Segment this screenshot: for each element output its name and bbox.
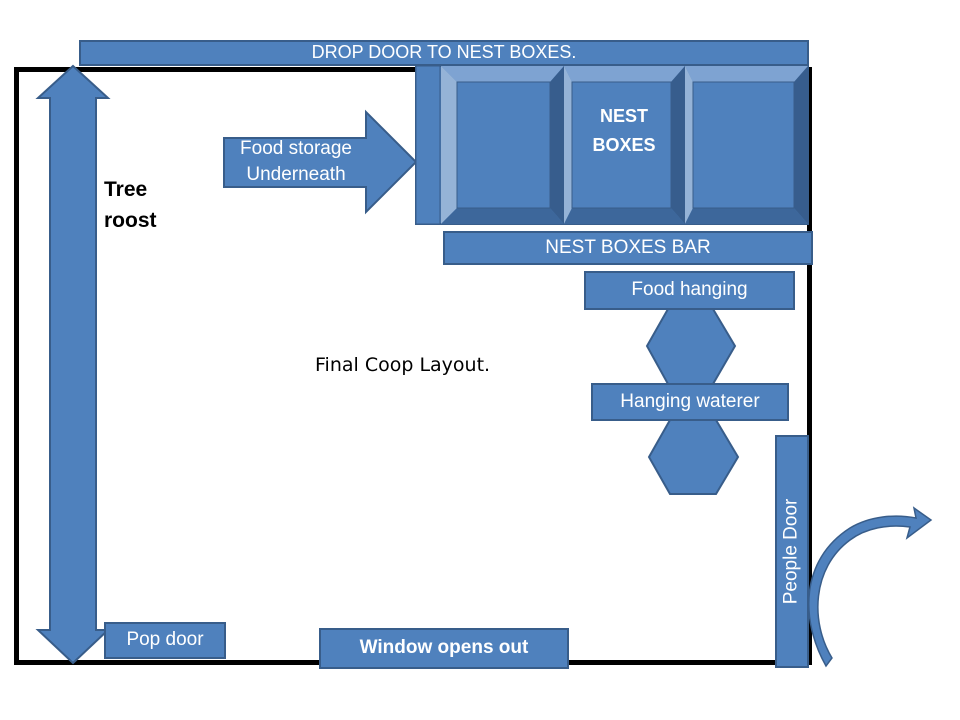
food-hanging-hexagon bbox=[645, 308, 737, 385]
waterer-hexagon bbox=[647, 419, 740, 495]
food-storage-label: Food storage Underneath bbox=[240, 138, 352, 185]
hanging-waterer-box: Hanging waterer bbox=[591, 383, 789, 421]
people-door-label: People Door bbox=[780, 498, 802, 605]
drop-door-bar: DROP DOOR TO NEST BOXES. bbox=[79, 40, 809, 66]
food-hanging-label: Food hanging bbox=[631, 279, 748, 301]
nest-boxes-bar-label: NEST BOXES BAR bbox=[545, 236, 711, 258]
window-box: Window opens out bbox=[319, 628, 569, 669]
nest-boxes-bar: NEST BOXES BAR bbox=[443, 231, 813, 265]
food-storage-arrow bbox=[223, 109, 418, 215]
door-swing-arrow bbox=[808, 506, 933, 668]
drop-door-label: DROP DOOR TO NEST BOXES. bbox=[311, 42, 577, 63]
wall-left bbox=[14, 67, 19, 665]
nest-box-3 bbox=[685, 66, 808, 224]
diagram-title: Final Coop Layout. bbox=[315, 354, 491, 376]
nest-boxes-label: NEST BOXES bbox=[592, 106, 656, 155]
people-door: People Door bbox=[775, 435, 809, 668]
hanging-waterer-label: Hanging waterer bbox=[620, 390, 760, 412]
wall-top bbox=[14, 67, 812, 72]
tree-roost-label: Tree roost bbox=[104, 178, 157, 232]
nest-box-2 bbox=[564, 66, 685, 224]
window-label: Window opens out bbox=[359, 637, 529, 659]
tree-roost-arrow bbox=[35, 64, 111, 665]
pop-door-box: Pop door bbox=[104, 622, 226, 659]
food-hanging-box: Food hanging bbox=[584, 271, 795, 310]
pop-door-label: Pop door bbox=[126, 629, 204, 651]
wall-right bbox=[807, 67, 812, 665]
nest-box-1 bbox=[441, 66, 564, 224]
